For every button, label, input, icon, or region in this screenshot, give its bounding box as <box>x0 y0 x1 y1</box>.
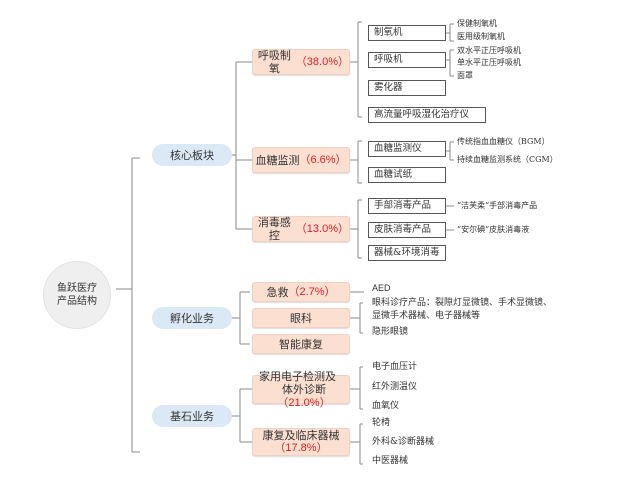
sub-item: 双水平正压呼吸机 <box>457 46 521 55</box>
product-skin-disinfect: 皮肤消毒产品 <box>368 222 446 238</box>
category-disinfection: 消毒感控 （13.0%） <box>252 216 350 242</box>
category-respiratory: 呼吸制氧 （38.0%） <box>252 49 350 75</box>
segment-foundation: 基石业务 <box>152 405 232 427</box>
category-emergency: 急救（2.7%） <box>252 282 350 302</box>
segment-incubation: 孵化业务 <box>152 307 232 329</box>
category-pct: （38.0%） <box>295 55 349 68</box>
product-high-flow: 高流量呼吸湿化治疗仪 <box>368 107 486 123</box>
product-hand-disinfect: 手部消毒产品 <box>368 198 446 214</box>
category-name: 血糖监测 <box>255 153 300 167</box>
category-name: 家用电子检测及 <box>259 369 336 383</box>
sub-item: 单水平正压呼吸机 <box>457 58 521 67</box>
category-name: 消毒感控 <box>257 216 291 242</box>
category-name-2: 体外诊断 <box>282 382 326 396</box>
sub-item: 持续血糖监测系统（CGM） <box>457 155 558 164</box>
category-glucose: 血糖监测（6.6%） <box>252 147 350 173</box>
category-rehab-clinical: 康复及临床器械（17.8%） <box>252 428 350 456</box>
category-pct: （17.8%） <box>274 442 328 454</box>
leaf-item: AED <box>372 283 391 293</box>
category-ophthalmology: 眼科 <box>252 308 350 328</box>
category-name: 呼吸制氧 <box>257 49 291 75</box>
category-name: 急救 <box>266 285 289 299</box>
leaf-item: 显微手术器械、电子器械等 <box>372 311 481 321</box>
sub-item: 面罩 <box>457 71 473 80</box>
category-pct: （2.7%） <box>288 285 336 298</box>
category-pct: （13.0%） <box>295 222 349 235</box>
segment-core: 核心板块 <box>152 144 232 166</box>
leaf-item: 外科&诊断器械 <box>372 437 435 447</box>
leaf-item: 中医器械 <box>372 456 409 466</box>
category-name: 康复及临床器械 <box>262 429 340 442</box>
category-smart-rehab: 智能康复 <box>252 334 350 354</box>
leaf-item: 隐形眼镜 <box>372 327 409 337</box>
category-home-ivd: 家用电子检测及体外诊断（21.0%） <box>252 370 350 409</box>
sub-item: 传统指血血糖仪（BGM） <box>457 137 550 146</box>
category-pct: （21.0%） <box>277 396 331 409</box>
sub-item: 保健制氧机 <box>457 19 497 28</box>
product-test-strip: 血糖试纸 <box>368 167 446 183</box>
leaf-item: 血氧仪 <box>372 401 400 411</box>
sub-item: “洁芙柔”手部消毒产品 <box>457 201 538 210</box>
sub-item: “安尔碘”皮肤消毒液 <box>457 225 530 234</box>
leaf-item: 电子血压计 <box>372 362 418 372</box>
leaf-item: 红外测温仪 <box>372 382 418 392</box>
root-node: 鱼跃医疗产品结构 <box>43 261 111 329</box>
product-nebulizer: 雾化器 <box>368 80 446 96</box>
product-env-disinfect: 器械&环境消毒 <box>368 245 446 261</box>
category-pct: （6.6%） <box>299 153 347 166</box>
sub-item: 医用级制氧机 <box>457 32 505 41</box>
product-ventilator: 呼吸机 <box>368 52 446 68</box>
product-glucose-meter: 血糖监测仪 <box>368 141 446 157</box>
leaf-item: 轮椅 <box>372 418 391 428</box>
product-oxygen-concentrator: 制氧机 <box>368 25 446 41</box>
leaf-item: 眼科诊疗产品：裂隙灯显微镜、手术显微镜、 <box>372 298 553 308</box>
